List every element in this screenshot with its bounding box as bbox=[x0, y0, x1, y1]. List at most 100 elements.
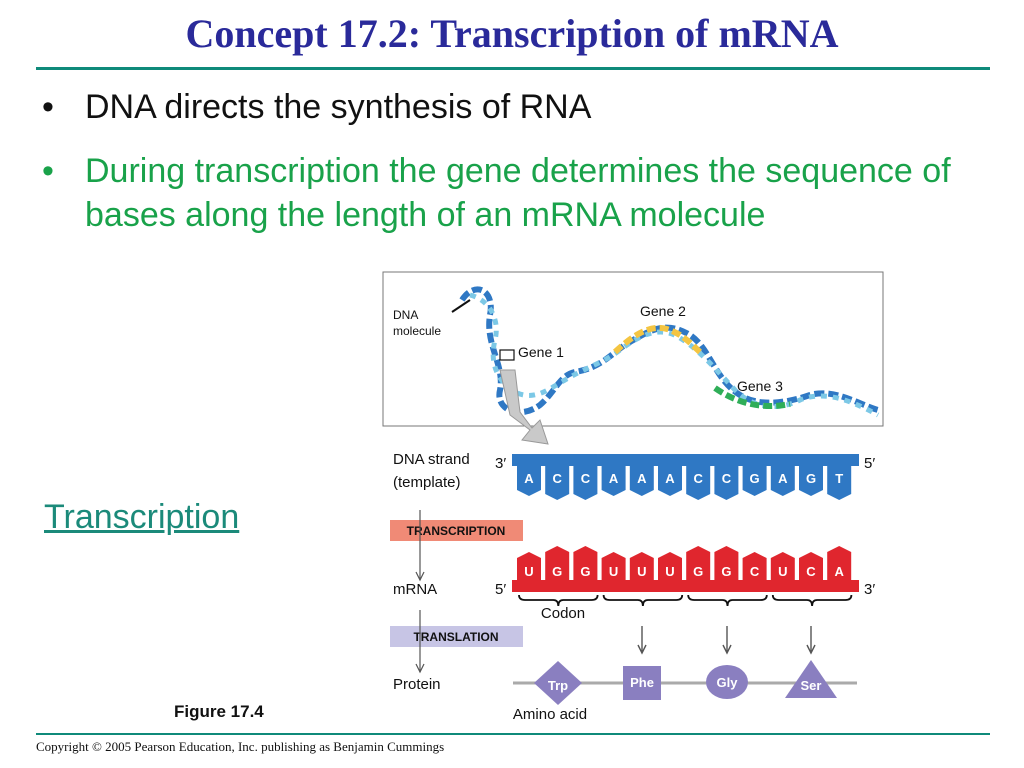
svg-text:Ser: Ser bbox=[801, 678, 822, 693]
gene-label: Gene 2 bbox=[640, 303, 686, 319]
gene-label: Gene 1 bbox=[518, 344, 564, 360]
svg-text:C: C bbox=[694, 471, 704, 486]
svg-text:C: C bbox=[581, 471, 591, 486]
svg-text:G: G bbox=[721, 564, 731, 579]
dna-base: T bbox=[827, 466, 852, 500]
footer-divider bbox=[36, 733, 990, 735]
dna-molecule-label-2: molecule bbox=[393, 324, 441, 338]
mrna-base: U bbox=[517, 552, 541, 580]
dna-panel bbox=[382, 271, 884, 427]
dna-3-prime: 3′ bbox=[495, 455, 506, 472]
dna-base: G bbox=[799, 466, 823, 496]
mrna-3-prime: 3′ bbox=[864, 581, 875, 598]
mrna-base: U bbox=[629, 552, 654, 580]
mrna-backbone bbox=[512, 580, 859, 592]
bullet-list: • DNA directs the synthesis of RNA • Dur… bbox=[42, 85, 972, 257]
svg-text:U: U bbox=[778, 564, 787, 579]
dna-base: C bbox=[545, 466, 570, 500]
mrna-base: U bbox=[770, 552, 795, 580]
bullet-item: • During transcription the gene determin… bbox=[42, 149, 972, 237]
svg-text:C: C bbox=[750, 564, 760, 579]
amino-acid: Gly bbox=[706, 665, 748, 699]
svg-text:Trp: Trp bbox=[548, 678, 568, 693]
svg-text:U: U bbox=[609, 564, 618, 579]
mrna-label: mRNA bbox=[393, 581, 437, 598]
svg-text:A: A bbox=[637, 471, 647, 486]
transcription-box bbox=[390, 520, 523, 541]
dna-base: G bbox=[742, 466, 767, 496]
slide-title: Concept 17.2: Transcription of mRNA bbox=[185, 11, 839, 56]
amino-acid: Phe bbox=[623, 666, 661, 700]
translation-label: TRANSLATION bbox=[413, 630, 498, 644]
title-divider bbox=[36, 67, 990, 70]
dna-strand-label-2: (template) bbox=[393, 474, 461, 491]
svg-text:T: T bbox=[835, 471, 843, 486]
bullet-item: • DNA directs the synthesis of RNA bbox=[42, 85, 972, 129]
dna-base: A bbox=[601, 466, 626, 496]
amino-acids: Trp Phe Gly Ser bbox=[534, 660, 837, 705]
figure-caption: Figure 17.4 bbox=[174, 702, 264, 721]
mrna-base: G bbox=[573, 546, 598, 580]
amino-acid: Trp bbox=[534, 661, 582, 705]
dna-molecule-label-1: DNA bbox=[393, 308, 418, 322]
protein-label: Protein bbox=[393, 676, 441, 693]
svg-text:A: A bbox=[665, 471, 675, 486]
mrna-base: C bbox=[799, 552, 823, 580]
svg-text:A: A bbox=[609, 471, 619, 486]
amino-acid: Ser bbox=[785, 660, 837, 698]
svg-text:C: C bbox=[553, 471, 563, 486]
svg-text:C: C bbox=[722, 471, 732, 486]
dna-base: A bbox=[629, 466, 654, 496]
amino-acid-label: Amino acid bbox=[513, 706, 587, 723]
codon-label: Codon bbox=[541, 605, 585, 622]
dna-base: C bbox=[686, 466, 711, 500]
dna-strand-label-1: DNA strand bbox=[393, 451, 470, 468]
svg-text:C: C bbox=[806, 564, 816, 579]
svg-text:G: G bbox=[693, 564, 703, 579]
svg-text:A: A bbox=[778, 471, 788, 486]
bullet-dot: • bbox=[42, 152, 54, 190]
svg-text:Phe: Phe bbox=[630, 675, 654, 690]
svg-text:U: U bbox=[665, 564, 674, 579]
transcription-label: TRANSCRIPTION bbox=[407, 524, 506, 538]
mrna-base: G bbox=[545, 546, 570, 580]
codon-brace bbox=[687, 594, 768, 607]
mrna-base: G bbox=[714, 546, 739, 580]
mrna-base: U bbox=[601, 552, 626, 580]
svg-text:U: U bbox=[524, 564, 533, 579]
translation-box bbox=[390, 626, 523, 647]
dna-base: C bbox=[714, 466, 739, 500]
mrna-base: U bbox=[658, 552, 682, 580]
dna-base: C bbox=[573, 466, 598, 500]
dna-base: A bbox=[658, 466, 682, 496]
svg-text:A: A bbox=[524, 471, 534, 486]
svg-text:G: G bbox=[580, 564, 590, 579]
dna-strand-backbone bbox=[512, 454, 859, 466]
bullet-text: DNA directs the synthesis of RNA bbox=[85, 88, 592, 126]
svg-text:A: A bbox=[835, 564, 845, 579]
mrna-5-prime: 5′ bbox=[495, 581, 506, 598]
codon-brace bbox=[602, 594, 684, 607]
copyright-text: Copyright © 2005 Pearson Education, Inc.… bbox=[36, 739, 445, 754]
svg-text:G: G bbox=[806, 471, 816, 486]
bullet-dot: • bbox=[42, 88, 54, 126]
svg-text:G: G bbox=[750, 471, 760, 486]
transcription-link[interactable]: Transcription bbox=[44, 498, 240, 536]
dna-base: A bbox=[517, 466, 541, 496]
codon-braces bbox=[518, 594, 853, 607]
mrna-base: A bbox=[827, 546, 852, 580]
codon-brace bbox=[518, 594, 599, 607]
translation-arrows bbox=[637, 626, 816, 655]
mrna-base: C bbox=[742, 552, 767, 580]
svg-text:U: U bbox=[637, 564, 646, 579]
dna-5-prime: 5′ bbox=[864, 455, 875, 472]
svg-text:Gly: Gly bbox=[717, 675, 739, 690]
bullet-text: During transcription the gene determines… bbox=[85, 152, 951, 234]
mrna-base: G bbox=[686, 546, 711, 580]
svg-text:G: G bbox=[552, 564, 562, 579]
dna-base: A bbox=[770, 466, 795, 496]
dna-helix bbox=[451, 286, 880, 445]
